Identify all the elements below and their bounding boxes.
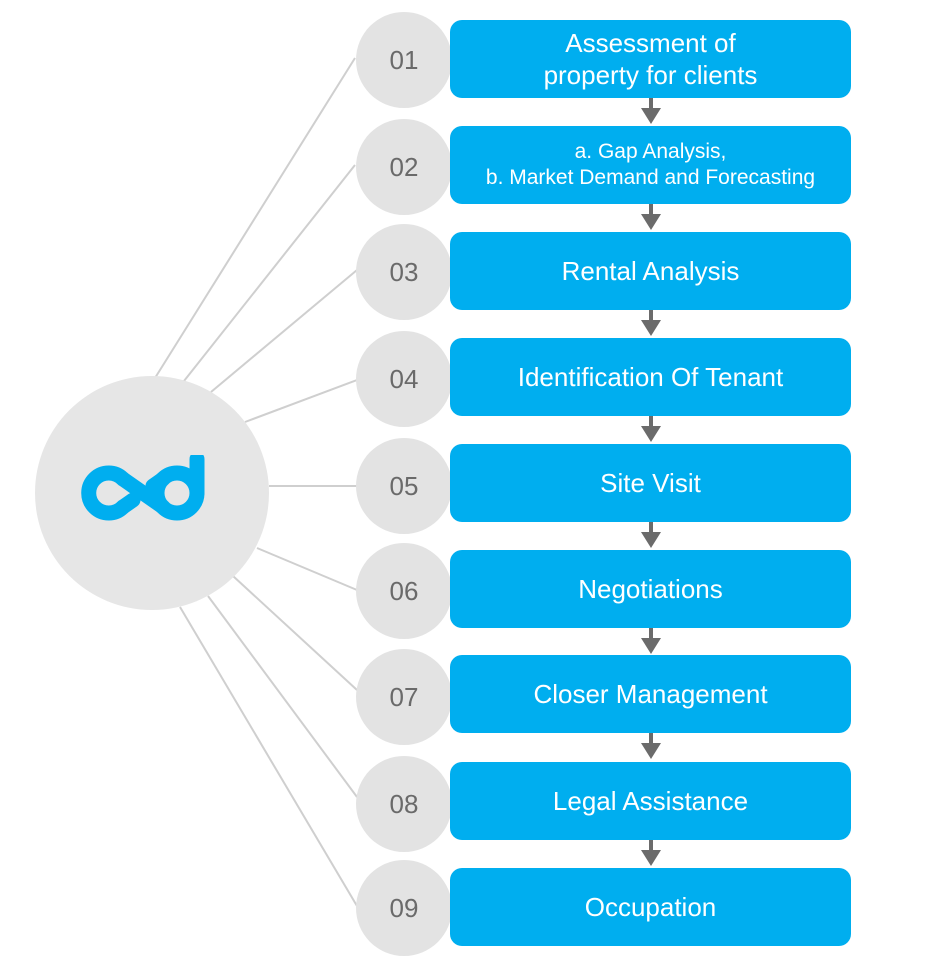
connector-line-02: [183, 164, 356, 382]
step-box-04: Identification Of Tenant: [450, 338, 851, 416]
step-box-05: Site Visit: [450, 444, 851, 522]
step-number-05: 05: [356, 438, 452, 534]
connector-line-06: [256, 547, 358, 591]
cb-infinity-logo-icon: [81, 455, 205, 521]
step-number-03: 03: [356, 224, 452, 320]
step-number-01: 01: [356, 12, 452, 108]
step-box-01: Assessment of property for clients: [450, 20, 851, 98]
down-arrow-icon: [641, 98, 661, 124]
connector-line-09: [179, 606, 358, 907]
step-number-08: 08: [356, 756, 452, 852]
step-number-04: 04: [356, 331, 452, 427]
step-number-02: 02: [356, 119, 452, 215]
down-arrow-icon: [641, 840, 661, 866]
step-box-07: Closer Management: [450, 655, 851, 733]
step-number-07: 07: [356, 649, 452, 745]
step-number-09: 09: [356, 860, 452, 956]
connector-line-01: [154, 57, 356, 379]
down-arrow-icon: [641, 628, 661, 654]
down-arrow-icon: [641, 416, 661, 442]
down-arrow-icon: [641, 733, 661, 759]
step-box-02: a. Gap Analysis, b. Market Demand and Fo…: [450, 126, 851, 204]
connector-line-08: [207, 595, 358, 798]
step-box-08: Legal Assistance: [450, 762, 851, 840]
connector-line-07: [232, 575, 358, 691]
step-box-03: Rental Analysis: [450, 232, 851, 310]
down-arrow-icon: [641, 204, 661, 230]
step-box-09: Occupation: [450, 868, 851, 946]
down-arrow-icon: [641, 310, 661, 336]
connector-line-03: [210, 269, 358, 393]
down-arrow-icon: [641, 522, 661, 548]
connector-line-04: [244, 379, 358, 423]
step-number-06: 06: [356, 543, 452, 639]
step-box-06: Negotiations: [450, 550, 851, 628]
